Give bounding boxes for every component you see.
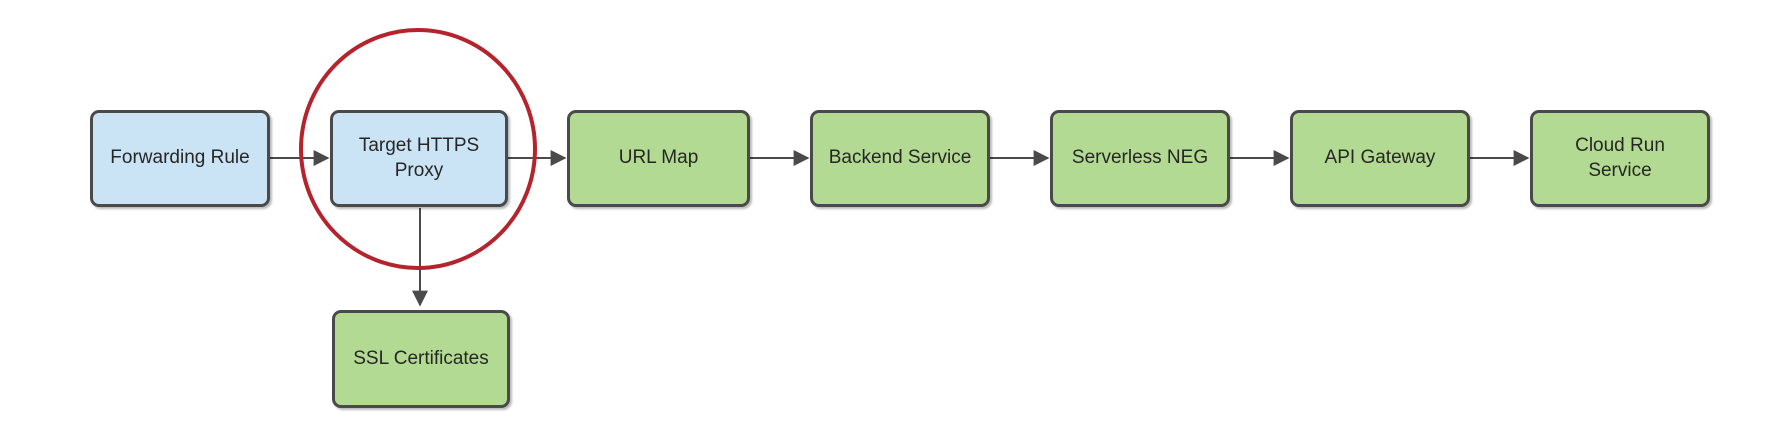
node-label: SSL Certificates [353,347,489,369]
node-serverless-neg: Serverless NEG [1050,110,1230,207]
node-label: Forwarding Rule [110,147,250,169]
node-api-gateway: API Gateway [1290,110,1470,207]
node-label: API Gateway [1324,147,1436,169]
node-backend-service: Backend Service [810,110,990,207]
node-ssl-certificates: SSL Certificates [332,310,510,408]
node-url-map: URL Map [567,110,750,207]
node-label: Backend Service [828,147,972,169]
node-label: Serverless NEG [1071,147,1209,169]
node-label: Cloud Run Service [1575,135,1665,181]
node-forwarding-rule: Forwarding Rule [90,110,270,207]
node-target-https-proxy: Target HTTPS Proxy [330,110,508,207]
node-label: Target HTTPS Proxy [358,135,480,181]
node-label: URL Map [618,147,699,169]
node-cloud-run-service: Cloud Run Service [1530,110,1710,207]
